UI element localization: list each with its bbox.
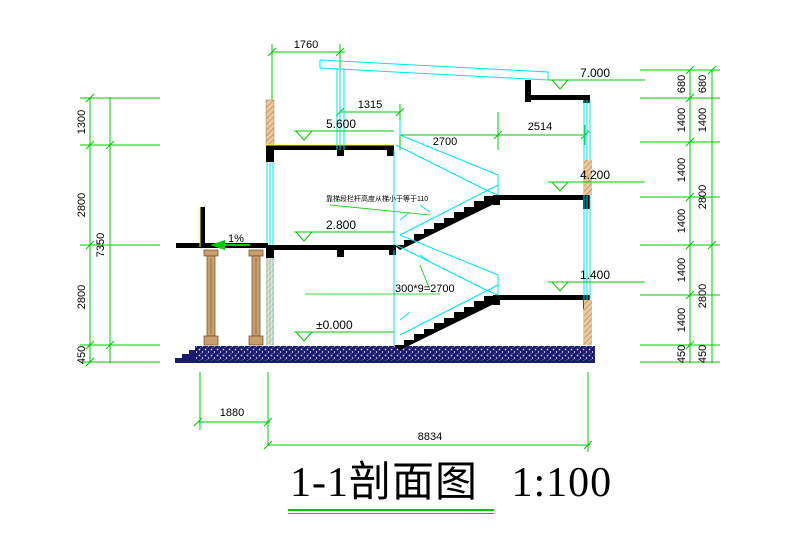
porch-column-left [203,249,219,346]
title-underline-thin [288,513,494,514]
elevation-roof: 7.000 [580,66,610,80]
porch-column-right [248,249,264,346]
dim-right-2800-a: 2800 [697,185,709,209]
floor-slab-1400 [493,295,590,309]
stair-upper-flight [394,196,498,250]
dim-left-7350: 7350 [95,233,107,257]
dim-right-450-a: 450 [676,345,688,363]
dim-top-overhang: 1760 [294,39,318,51]
dim-right-450-b: 450 [697,345,709,363]
dim-right-1400-a: 1400 [676,108,688,132]
level-marker-5600 [294,130,394,141]
floor-slab-7000 [525,80,590,103]
level-marker-4200 [548,181,645,192]
floor-slab-2800 [266,245,396,258]
dim-right-1400-d: 1400 [676,209,688,233]
right-wall-hatch-lower [584,300,592,345]
porch-canopy [176,207,268,250]
dim-right-680-a: 680 [676,75,688,93]
dim-right-2800-b: 2800 [697,284,709,308]
title-underline [288,509,494,511]
left-dimension-chain [80,93,160,367]
right-wall-hatch-upper [584,160,592,195]
dim-right-680-b: 680 [697,75,709,93]
dim-right-1400-c: 1400 [676,158,688,182]
left-wall-hatch-lower [266,250,274,345]
dim-total-length: 8834 [418,431,442,443]
dim-stair-offset: 1315 [358,99,382,111]
elevation-4200: 4.200 [580,168,610,182]
dim-right-1400-b: 1400 [697,108,709,132]
level-marker-1400 [548,281,645,292]
stair-note-arrow [419,264,431,291]
level-marker-2800 [294,231,394,242]
drawing-title-scale: 1:100 [511,460,613,506]
drawing-title-main: 1-1剖面图 [290,460,478,506]
dim-upper-span: 2514 [528,121,552,133]
dim-left-2800-lower: 2800 [76,285,88,309]
elevation-2800: 2.800 [326,218,356,232]
stair-step-note: 300*9=2700 [395,283,455,295]
dim-porch-width: 1880 [220,407,244,419]
dim-right-1400-f: 1400 [676,308,688,332]
right-dimension-chain [640,65,720,363]
top-dimensions [267,44,590,150]
level-marker-ground [294,331,394,342]
bottom-dimensions [193,372,593,452]
ground-slab [195,346,595,362]
elevation-ground: ±0.000 [316,318,353,332]
floor-slab-5600 [266,144,394,162]
elevation-5600: 5.600 [326,117,356,131]
left-wall-hatch-upper [265,99,275,146]
elevation-1400: 1.400 [580,268,610,282]
railing-note: 靠梯段栏杆高度从梯小于等于110 [326,194,428,203]
porch-slope-label: 1% [228,233,244,245]
stair-lower-flight [394,296,498,350]
dim-right-1400-e: 1400 [676,258,688,282]
floor-slab-4200 [493,195,590,209]
level-marker-7000 [548,79,645,90]
dim-left-2800-upper: 2800 [76,193,88,217]
stair-railings [399,184,499,336]
dim-left-450: 450 [76,346,88,364]
drawing-title: 1-1剖面图 1:100 [290,458,612,508]
stair-return-flights [393,120,499,345]
dim-left-1300: 1300 [76,110,88,134]
entrance-steps [175,350,196,362]
dim-stair-run: 2700 [433,136,457,148]
railing-note-leader [329,204,431,216]
